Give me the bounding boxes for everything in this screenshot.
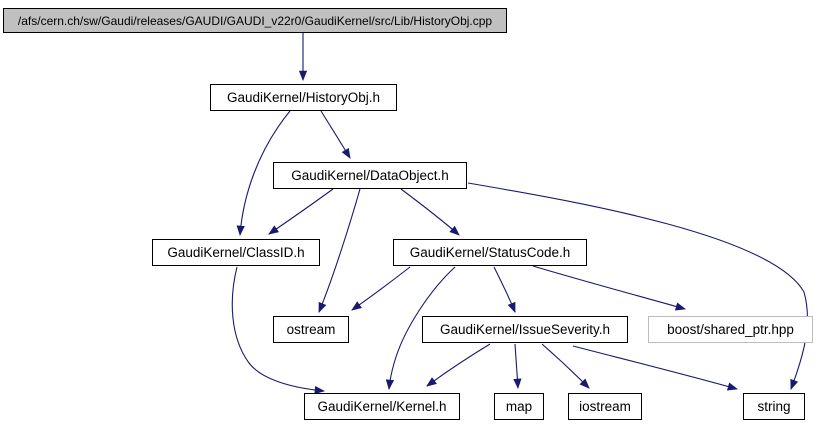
edge-issueseverity-h-iostream <box>541 343 590 389</box>
edge-classid-h-kernel-h <box>231 266 326 395</box>
node-dataobject-h[interactable]: GaudiKernel/DataObject.h <box>273 162 467 189</box>
node-string: string <box>743 393 805 420</box>
edge-issueseverity-h-kernel-h <box>426 343 491 387</box>
node-label: GaudiKernel/IssueSeverity.h <box>439 321 611 337</box>
node-label: ostream <box>286 321 336 337</box>
edge-dataobject-h-string <box>467 182 809 390</box>
node-statuscode-h[interactable]: GaudiKernel/StatusCode.h <box>393 239 587 266</box>
edge-dataobject-h-ostream <box>318 188 361 313</box>
node-label: /afs/cern.ch/sw/Gaudi/releases/GAUDI/GAU… <box>17 13 493 28</box>
edge-dataobject-h-classid-h <box>268 188 334 235</box>
edge-statuscode-h-issueseverity-h <box>493 266 516 313</box>
edge-statuscode-h-boost-shared-ptr-hpp <box>532 265 686 311</box>
node-historyobj-h[interactable]: GaudiKernel/HistoryObj.h <box>210 84 397 111</box>
node-label: GaudiKernel/ClassID.h <box>167 244 305 260</box>
node-iostream: iostream <box>568 393 642 420</box>
edge-historyobj-h-dataobject-h <box>320 110 351 159</box>
node-label: map <box>505 398 533 414</box>
node-root: /afs/cern.ch/sw/Gaudi/releases/GAUDI/GAU… <box>3 8 507 33</box>
node-issueseverity-h[interactable]: GaudiKernel/IssueSeverity.h <box>422 316 628 343</box>
node-label: boost/shared_ptr.hpp <box>667 321 794 337</box>
edge-dataobject-h-statuscode-h <box>400 188 460 236</box>
node-map: map <box>494 393 544 420</box>
edge-statuscode-h-ostream <box>351 266 411 311</box>
node-label: GaudiKernel/Kernel.h <box>317 398 447 414</box>
edge-statuscode-h-kernel-h <box>385 266 456 391</box>
node-ostream: ostream <box>273 316 349 343</box>
node-label: GaudiKernel/StatusCode.h <box>409 244 571 260</box>
edge-issueseverity-h-map <box>513 343 522 390</box>
node-label: GaudiKernel/HistoryObj.h <box>226 89 381 105</box>
node-label: string <box>757 398 791 414</box>
node-label: iostream <box>579 398 631 414</box>
node-boost-shared-ptr-hpp: boost/shared_ptr.hpp <box>648 316 813 343</box>
edge-issueseverity-h-string <box>572 345 738 391</box>
node-kernel-h[interactable]: GaudiKernel/Kernel.h <box>304 393 460 420</box>
node-classid-h[interactable]: GaudiKernel/ClassID.h <box>152 239 320 266</box>
node-label: GaudiKernel/DataObject.h <box>291 167 449 183</box>
edge-historyobj-h-classid-h <box>236 110 291 237</box>
